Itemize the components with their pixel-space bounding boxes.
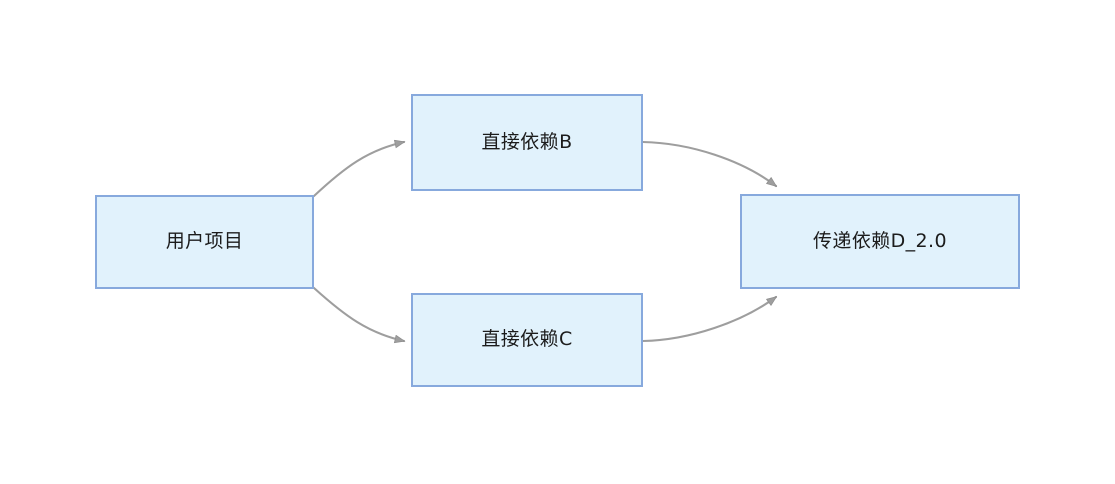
node-label-transitive-dependency-d: 传递依赖D_2.0	[813, 229, 947, 252]
edge-user-project-to-c	[312, 286, 404, 341]
node-transitive-dependency-d[interactable]: 传递依赖D_2.0	[740, 194, 1020, 289]
edge-b-to-d	[641, 140, 776, 188]
node-label-user-project: 用户项目	[165, 230, 244, 253]
edge-c-to-d	[641, 295, 776, 343]
node-label-direct-dependency-c: 直接依赖C	[481, 328, 573, 351]
node-label-direct-dependency-b: 直接依赖B	[481, 130, 573, 153]
node-direct-dependency-c[interactable]: 直接依赖C	[411, 293, 643, 387]
node-user-project[interactable]: 用户项目	[95, 195, 314, 289]
node-direct-dependency-b[interactable]: 直接依赖B	[411, 94, 643, 191]
edge-user-project-to-b	[312, 142, 404, 198]
